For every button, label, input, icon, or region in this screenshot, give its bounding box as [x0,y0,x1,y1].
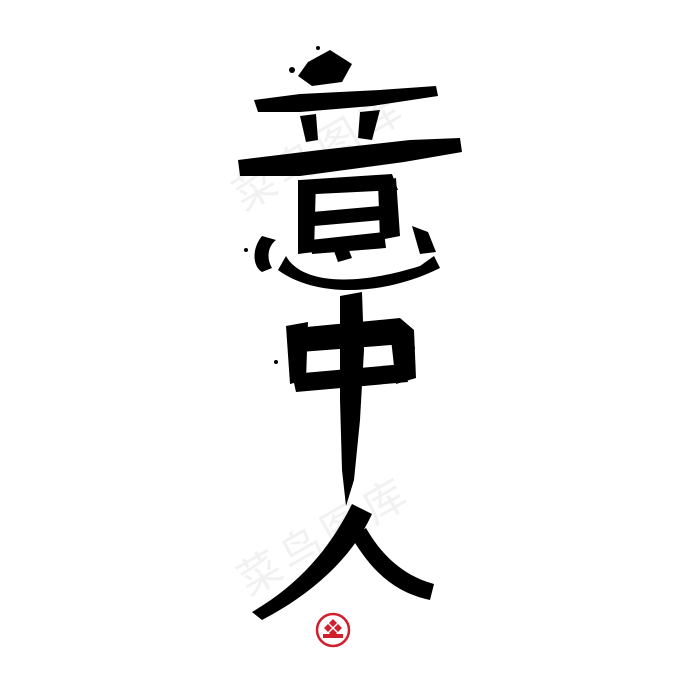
ink-splatter [316,46,320,50]
stroke-yi-horizontal-1 [254,86,438,112]
stroke-yi-horizontal-2 [238,138,462,176]
ink-splatter [274,360,278,364]
stroke-yi-heart-hook [278,256,440,291]
ink-splatter [289,67,295,73]
stroke-yi-dot [298,50,352,86]
stroke-yi-box-top [300,174,398,194]
ink-splatter [409,345,415,351]
stroke-yi-heart-dot-2 [412,226,436,254]
stroke-zhong-center [340,292,364,506]
stroke-yi-box-bottom [310,232,386,254]
stroke-yi-box-mid [312,206,382,226]
ink-splatter [244,248,248,252]
brush-strokes [238,46,462,620]
stroke-yi-box-right [378,178,400,240]
stroke-yi-mark-left [300,114,318,142]
stroke-yi-heart-left [254,236,276,272]
stroke-yi-box-left [298,180,316,254]
stroke-ren-right [352,528,434,600]
stroke-ren-left [252,504,372,620]
stroke-yi-heart-dot-1 [330,238,352,262]
diamond-pattern-seal-icon [315,612,351,648]
stroke-yi-mark-right [358,110,380,140]
